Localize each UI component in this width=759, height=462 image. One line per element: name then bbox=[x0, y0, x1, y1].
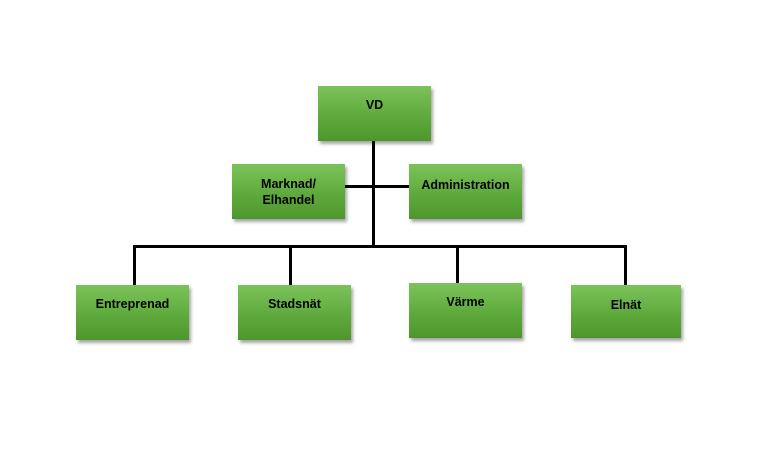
org-box-marknad-elhandel: Marknad/ Elhandel bbox=[232, 164, 345, 219]
org-box-administration: Administration bbox=[409, 164, 522, 219]
org-box-label: Stadsnät bbox=[268, 297, 321, 311]
org-box-label: Värme bbox=[446, 295, 485, 309]
connector-trunk bbox=[372, 141, 375, 247]
connector-units-bus bbox=[133, 245, 627, 248]
org-box-label: Elnät bbox=[610, 298, 642, 312]
org-box-label: Entreprenad bbox=[95, 297, 170, 311]
org-box-label: Marknad/ Elhandel bbox=[261, 176, 316, 207]
org-box-varme: Värme bbox=[409, 283, 522, 338]
connector-unit-1 bbox=[133, 245, 136, 285]
connector-staff bbox=[345, 185, 409, 188]
org-box-label: VD bbox=[365, 98, 384, 112]
connector-unit-4 bbox=[624, 245, 627, 285]
org-box-stadsnat: Stadsnät bbox=[238, 285, 351, 340]
org-box-elnat: Elnät bbox=[571, 285, 681, 338]
org-box-entreprenad: Entreprenad bbox=[76, 285, 189, 340]
org-box-vd: VD bbox=[318, 86, 431, 141]
org-box-label: Administration bbox=[421, 178, 510, 192]
connector-unit-3 bbox=[456, 245, 459, 283]
connector-unit-2 bbox=[289, 245, 292, 285]
